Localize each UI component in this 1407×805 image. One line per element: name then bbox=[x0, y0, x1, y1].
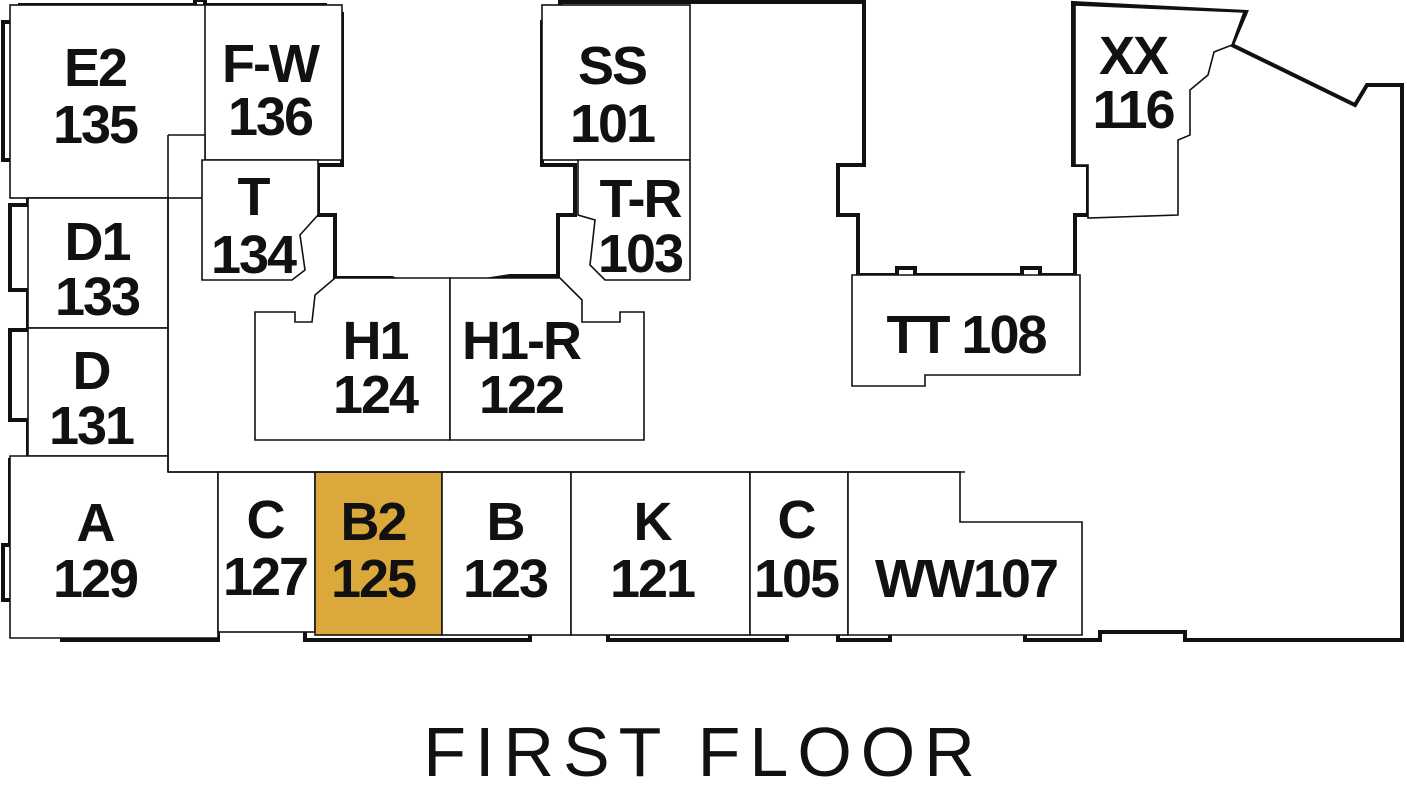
unit-k-shape[interactable] bbox=[570, 471, 751, 636]
unit-b-num: 123 bbox=[463, 549, 548, 609]
floor-plan: E2 135 F-W 136 SS 101 XX 116 T 134 T-R 1… bbox=[1, 0, 1404, 642]
units-layer bbox=[9, 4, 1246, 639]
unit-tr-code: T-R bbox=[600, 169, 682, 229]
unit-tr-num: 103 bbox=[598, 224, 683, 284]
unit-t-code: T bbox=[238, 167, 271, 227]
unit-c105-code: C bbox=[778, 490, 816, 550]
unit-tt-code: TT 108 bbox=[886, 305, 1046, 365]
unit-d1-shape[interactable] bbox=[27, 197, 169, 329]
unit-a-code: A bbox=[77, 493, 115, 553]
unit-e2-num: 135 bbox=[53, 95, 138, 155]
unit-t-shape[interactable] bbox=[201, 159, 319, 281]
unit-b-shape[interactable] bbox=[441, 471, 572, 636]
unit-h1r-num: 122 bbox=[479, 365, 563, 425]
unit-a-shape[interactable] bbox=[9, 455, 219, 639]
unit-ss-code: SS bbox=[578, 36, 646, 96]
unit-c127-code: C bbox=[247, 490, 285, 550]
corridor-line bbox=[167, 134, 965, 473]
unit-d1-code: D1 bbox=[64, 212, 130, 272]
unit-c105-shape[interactable] bbox=[749, 471, 849, 636]
unit-xx-shape[interactable] bbox=[1074, 4, 1246, 219]
unit-h1-code: H1 bbox=[342, 311, 408, 371]
unit-t-num: 134 bbox=[211, 225, 297, 285]
unit-ss-shape[interactable] bbox=[541, 4, 691, 161]
unit-b2-shape[interactable] bbox=[314, 471, 443, 636]
unit-d1-num: 133 bbox=[55, 267, 140, 327]
unit-h1-num: 124 bbox=[333, 365, 419, 425]
unit-fw-shape[interactable] bbox=[204, 4, 343, 161]
unit-k-code: K bbox=[634, 492, 673, 552]
unit-b-code: B bbox=[487, 492, 524, 552]
floor-title: FIRST FLOOR bbox=[423, 713, 984, 791]
unit-fw-num: 136 bbox=[228, 87, 313, 147]
labels-layer: E2 135 F-W 136 SS 101 XX 116 T 134 T-R 1… bbox=[49, 26, 1177, 609]
unit-fw-code: F-W bbox=[222, 34, 320, 94]
unit-h1r-code: H1-R bbox=[462, 311, 581, 371]
unit-tt-shape[interactable] bbox=[851, 274, 1081, 387]
unit-ss-num: 101 bbox=[570, 94, 655, 154]
unit-b2-num: 125 bbox=[331, 549, 416, 609]
unit-h1r-shape[interactable] bbox=[449, 277, 645, 441]
unit-xx-code: XX bbox=[1099, 26, 1169, 86]
unit-c127-num: 127 bbox=[223, 547, 307, 607]
unit-b2-code: B2 bbox=[340, 492, 405, 552]
unit-tr-shape[interactable] bbox=[577, 159, 691, 281]
unit-ww-code: WW107 bbox=[875, 549, 1057, 609]
unit-a-num: 129 bbox=[53, 549, 138, 609]
unit-d-code: D bbox=[73, 341, 110, 401]
unit-d-num: 131 bbox=[49, 396, 134, 456]
unit-k-num: 121 bbox=[610, 549, 695, 609]
unit-e2-shape[interactable] bbox=[9, 4, 207, 199]
unit-h1-shape[interactable] bbox=[254, 277, 451, 441]
unit-xx-num: 116 bbox=[1092, 80, 1174, 140]
unit-c105-num: 105 bbox=[754, 549, 839, 609]
unit-e2-code: E2 bbox=[64, 38, 126, 98]
